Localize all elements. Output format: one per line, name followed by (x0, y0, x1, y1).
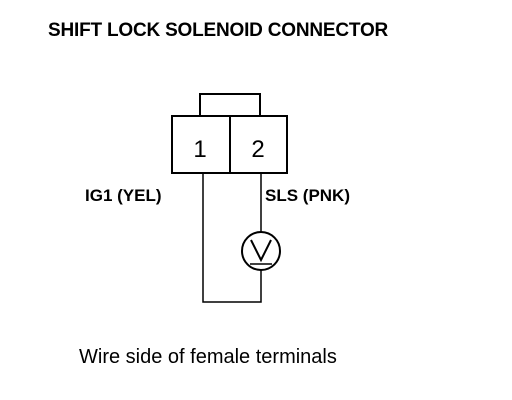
pin-1-label: 1 (193, 136, 206, 163)
wire-label-sls: SLS (PNK) (265, 186, 350, 205)
pin-2-label: 2 (251, 136, 264, 163)
wire-loop (202, 173, 262, 303)
wire-label-ig1: IG1 (YEL) (85, 186, 162, 205)
diagram-caption: Wire side of female terminals (79, 346, 337, 368)
diagram-title: SHIFT LOCK SOLENOID CONNECTOR (48, 20, 389, 41)
voltmeter-icon (241, 231, 281, 271)
connector-lock-tab (199, 93, 261, 117)
